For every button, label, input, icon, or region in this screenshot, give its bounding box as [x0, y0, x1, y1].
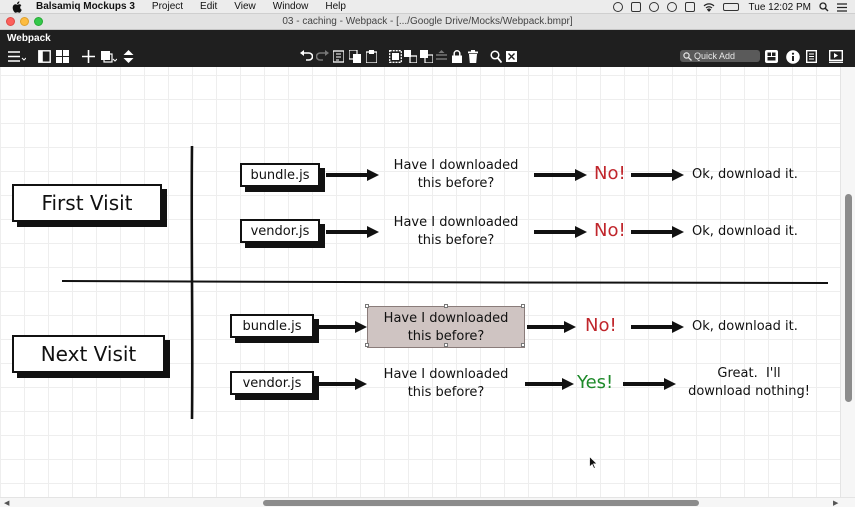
arrow-right-icon — [631, 321, 684, 333]
send-back-icon[interactable] — [436, 50, 447, 63]
mouse-cursor-icon — [589, 456, 598, 469]
notes-icon[interactable] — [806, 50, 817, 63]
time-machine-icon[interactable] — [666, 2, 677, 12]
next-visit-label[interactable]: Next Visit — [12, 335, 165, 373]
file-label-bundle-next[interactable]: bundle.js — [230, 314, 314, 338]
paste-icon[interactable] — [366, 50, 377, 63]
vertical-scroll-thumb[interactable] — [845, 194, 852, 402]
sort-icon[interactable] — [123, 50, 134, 63]
divider-lines — [61, 145, 829, 420]
selected-question-element[interactable]: Have I downloaded this before? — [365, 304, 525, 348]
window-title: 03 - caching - Webpack - [.../Google Dri… — [282, 16, 573, 27]
add-icon[interactable] — [82, 50, 95, 63]
resize-handle[interactable] — [521, 343, 525, 347]
first-visit-label[interactable]: First Visit — [12, 184, 162, 222]
menu-app-balsamiq[interactable]: Balsamiq Mockups 3 — [36, 1, 135, 12]
menu-project[interactable]: Project — [151, 1, 184, 12]
answer-yes[interactable]: Yes! — [577, 372, 614, 393]
find-icon[interactable] — [490, 50, 502, 63]
maximize-window-button[interactable] — [34, 17, 43, 26]
duplicate-icon[interactable] — [101, 50, 117, 63]
arrow-right-icon — [326, 169, 379, 181]
record-icon[interactable] — [612, 2, 623, 12]
mockup-canvas[interactable]: First Visit Next Visit bundle.js Have I … — [0, 67, 840, 497]
question-text[interactable]: Have I downloaded this before? — [393, 215, 519, 248]
answer-no[interactable]: No! — [585, 315, 617, 336]
answer-no[interactable]: No! — [594, 220, 626, 241]
result-text[interactable]: Ok, download it. — [692, 319, 798, 334]
clock[interactable]: Tue 12:02 PM — [748, 1, 811, 13]
resize-handle[interactable] — [444, 304, 448, 308]
minimize-window-button[interactable] — [20, 17, 29, 26]
search-icon — [683, 52, 692, 61]
grid-view-icon[interactable] — [56, 50, 69, 63]
full-screen-presentation-icon[interactable] — [829, 50, 843, 63]
resize-handle[interactable] — [521, 304, 525, 308]
question-text[interactable]: Have I downloaded this before? — [393, 158, 519, 191]
drive-icon[interactable] — [684, 2, 695, 12]
menu-window[interactable]: Window — [272, 1, 309, 12]
horizontal-scrollbar[interactable]: ◀ ▶ — [0, 497, 855, 507]
info-icon[interactable] — [786, 50, 800, 64]
cut-icon[interactable] — [333, 50, 344, 63]
apple-icon[interactable] — [12, 1, 23, 13]
group-icon[interactable] — [389, 50, 402, 63]
arrow-right-icon — [319, 378, 367, 390]
resize-handle[interactable] — [444, 343, 448, 347]
arrow-right-icon — [326, 226, 379, 238]
quick-add-input[interactable]: Quick Add — [680, 50, 760, 62]
docker-icon[interactable] — [630, 2, 641, 12]
markup-toggle-icon[interactable] — [506, 50, 517, 63]
vertical-scrollbar[interactable] — [840, 67, 855, 497]
arrow-right-icon — [534, 169, 587, 181]
arrow-right-icon — [623, 378, 676, 390]
result-text[interactable]: Ok, download it. — [692, 224, 798, 239]
result-text[interactable]: Great. I'll download nothing! — [688, 366, 810, 399]
file-label-vendor-next[interactable]: vendor.js — [230, 371, 314, 395]
quick-add-placeholder: Quick Add — [694, 51, 736, 61]
arrow-right-icon — [631, 169, 684, 181]
notification-center-icon[interactable] — [837, 2, 847, 12]
copy-icon[interactable] — [349, 50, 361, 63]
window-title-bar: 03 - caching - Webpack - [.../Google Dri… — [0, 14, 855, 30]
menu-view[interactable]: View — [234, 1, 256, 12]
undo-icon[interactable] — [300, 50, 313, 63]
answer-no[interactable]: No! — [594, 163, 626, 184]
redo-icon[interactable] — [316, 50, 329, 63]
menu-icon[interactable] — [8, 50, 26, 63]
scroll-right-icon[interactable]: ▶ — [833, 499, 839, 507]
menu-edit[interactable]: Edit — [200, 1, 218, 12]
close-window-button[interactable] — [6, 17, 15, 26]
battery-icon[interactable] — [722, 3, 739, 11]
file-label-bundle-first[interactable]: bundle.js — [240, 163, 320, 187]
horizontal-scroll-thumb[interactable] — [263, 500, 699, 506]
arrow-right-icon — [631, 226, 684, 238]
toggle-panel-icon[interactable] — [38, 50, 51, 63]
question-text[interactable]: Have I downloaded this before? — [383, 367, 509, 400]
wifi-icon[interactable] — [703, 2, 715, 12]
arrow-right-icon — [525, 378, 574, 390]
question-text: Have I downloaded this before? — [383, 311, 509, 344]
menu-help[interactable]: Help — [325, 1, 346, 12]
bring-front-icon[interactable] — [420, 50, 433, 63]
file-label-vendor-first[interactable]: vendor.js — [240, 219, 320, 243]
glasses-icon[interactable] — [648, 2, 659, 12]
ungroup-icon[interactable] — [404, 50, 417, 63]
lock-icon[interactable] — [452, 50, 462, 63]
trash-icon[interactable] — [468, 50, 478, 63]
arrow-right-icon — [534, 226, 587, 238]
resize-handle[interactable] — [365, 343, 369, 347]
macos-menu-bar: Balsamiq Mockups 3 Project Edit View Win… — [0, 0, 855, 14]
arrow-right-icon — [319, 321, 367, 333]
resize-handle[interactable] — [365, 304, 369, 308]
menu-tray: Tue 12:02 PM — [612, 0, 847, 14]
presentation-icon[interactable] — [765, 50, 778, 63]
project-name: Webpack — [7, 33, 51, 44]
spotlight-search-icon[interactable] — [819, 2, 829, 12]
arrow-right-icon — [527, 321, 576, 333]
result-text[interactable]: Ok, download it. — [692, 167, 798, 182]
scroll-left-icon[interactable]: ◀ — [4, 499, 10, 507]
